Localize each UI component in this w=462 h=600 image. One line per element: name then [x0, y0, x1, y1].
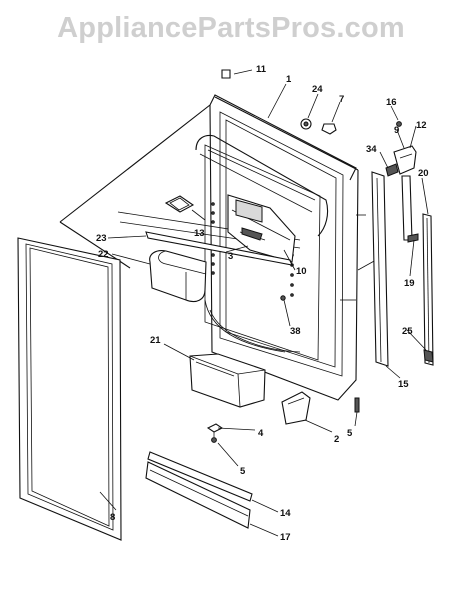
callout-19: 20 [418, 168, 429, 179]
grommet-38 [280, 295, 286, 301]
refrigerator-door [17, 237, 122, 541]
vertical-trim-15 [371, 171, 389, 367]
callout-7: 7 [339, 94, 344, 105]
watermark-text: AppliancePartsPros.com [57, 12, 405, 44]
callout-11: 10 [296, 266, 307, 277]
lower-hinge-bracket [281, 391, 311, 425]
callout-23: 23 [96, 233, 107, 244]
callout-21: 17 [280, 532, 291, 543]
leader-lines [99, 69, 429, 537]
door-bin [189, 353, 266, 408]
callout-13: 13 [194, 228, 205, 239]
callout-25: 25 [402, 326, 413, 337]
callout-38: 38 [290, 326, 301, 337]
hinge-cap [385, 163, 399, 177]
callout-10: 11 [256, 64, 267, 75]
crisper-pan [149, 250, 207, 303]
knob-7 [321, 123, 337, 135]
callout-12: 12 [416, 120, 427, 131]
callout-2: 2 [334, 434, 339, 445]
hinge-bolt-16 [396, 121, 402, 127]
callout-5-right: 5 [347, 428, 353, 439]
callout-22: 22 [98, 249, 109, 260]
callout-5-left: 5 [240, 466, 246, 477]
control-housing [227, 194, 296, 263]
bracket-hinge-pin [206, 423, 224, 443]
callout-4: 4 [258, 428, 264, 439]
top-plug-10 [221, 69, 231, 79]
callout-17: 19 [404, 278, 415, 289]
callout-24: 24 [312, 84, 323, 95]
callout-8: 8 [110, 512, 115, 523]
toe-grille [145, 451, 253, 529]
trim-end-cap [423, 349, 434, 363]
callout-15: 15 [398, 379, 409, 390]
callout-14: 14 [280, 508, 291, 519]
callout-20: 21 [150, 335, 161, 346]
vertical-trim-19 [422, 213, 434, 366]
hinge-screw [354, 397, 360, 413]
callout-34: 34 [366, 144, 377, 155]
knob-24 [300, 118, 312, 130]
callout-1: 1 [286, 74, 292, 85]
upper-hinge [393, 145, 417, 241]
callout-16: 16 [386, 97, 397, 108]
light-shield [164, 195, 195, 213]
refrigerator-cabinet [59, 94, 377, 401]
callout-9: 9 [394, 125, 399, 136]
hinge-pin-17 [407, 233, 419, 243]
callout-labels: 11 1 24 7 16 9 12 34 20 13 23 22 3 10 19… [96, 64, 429, 543]
callout-3: 3 [228, 251, 233, 262]
